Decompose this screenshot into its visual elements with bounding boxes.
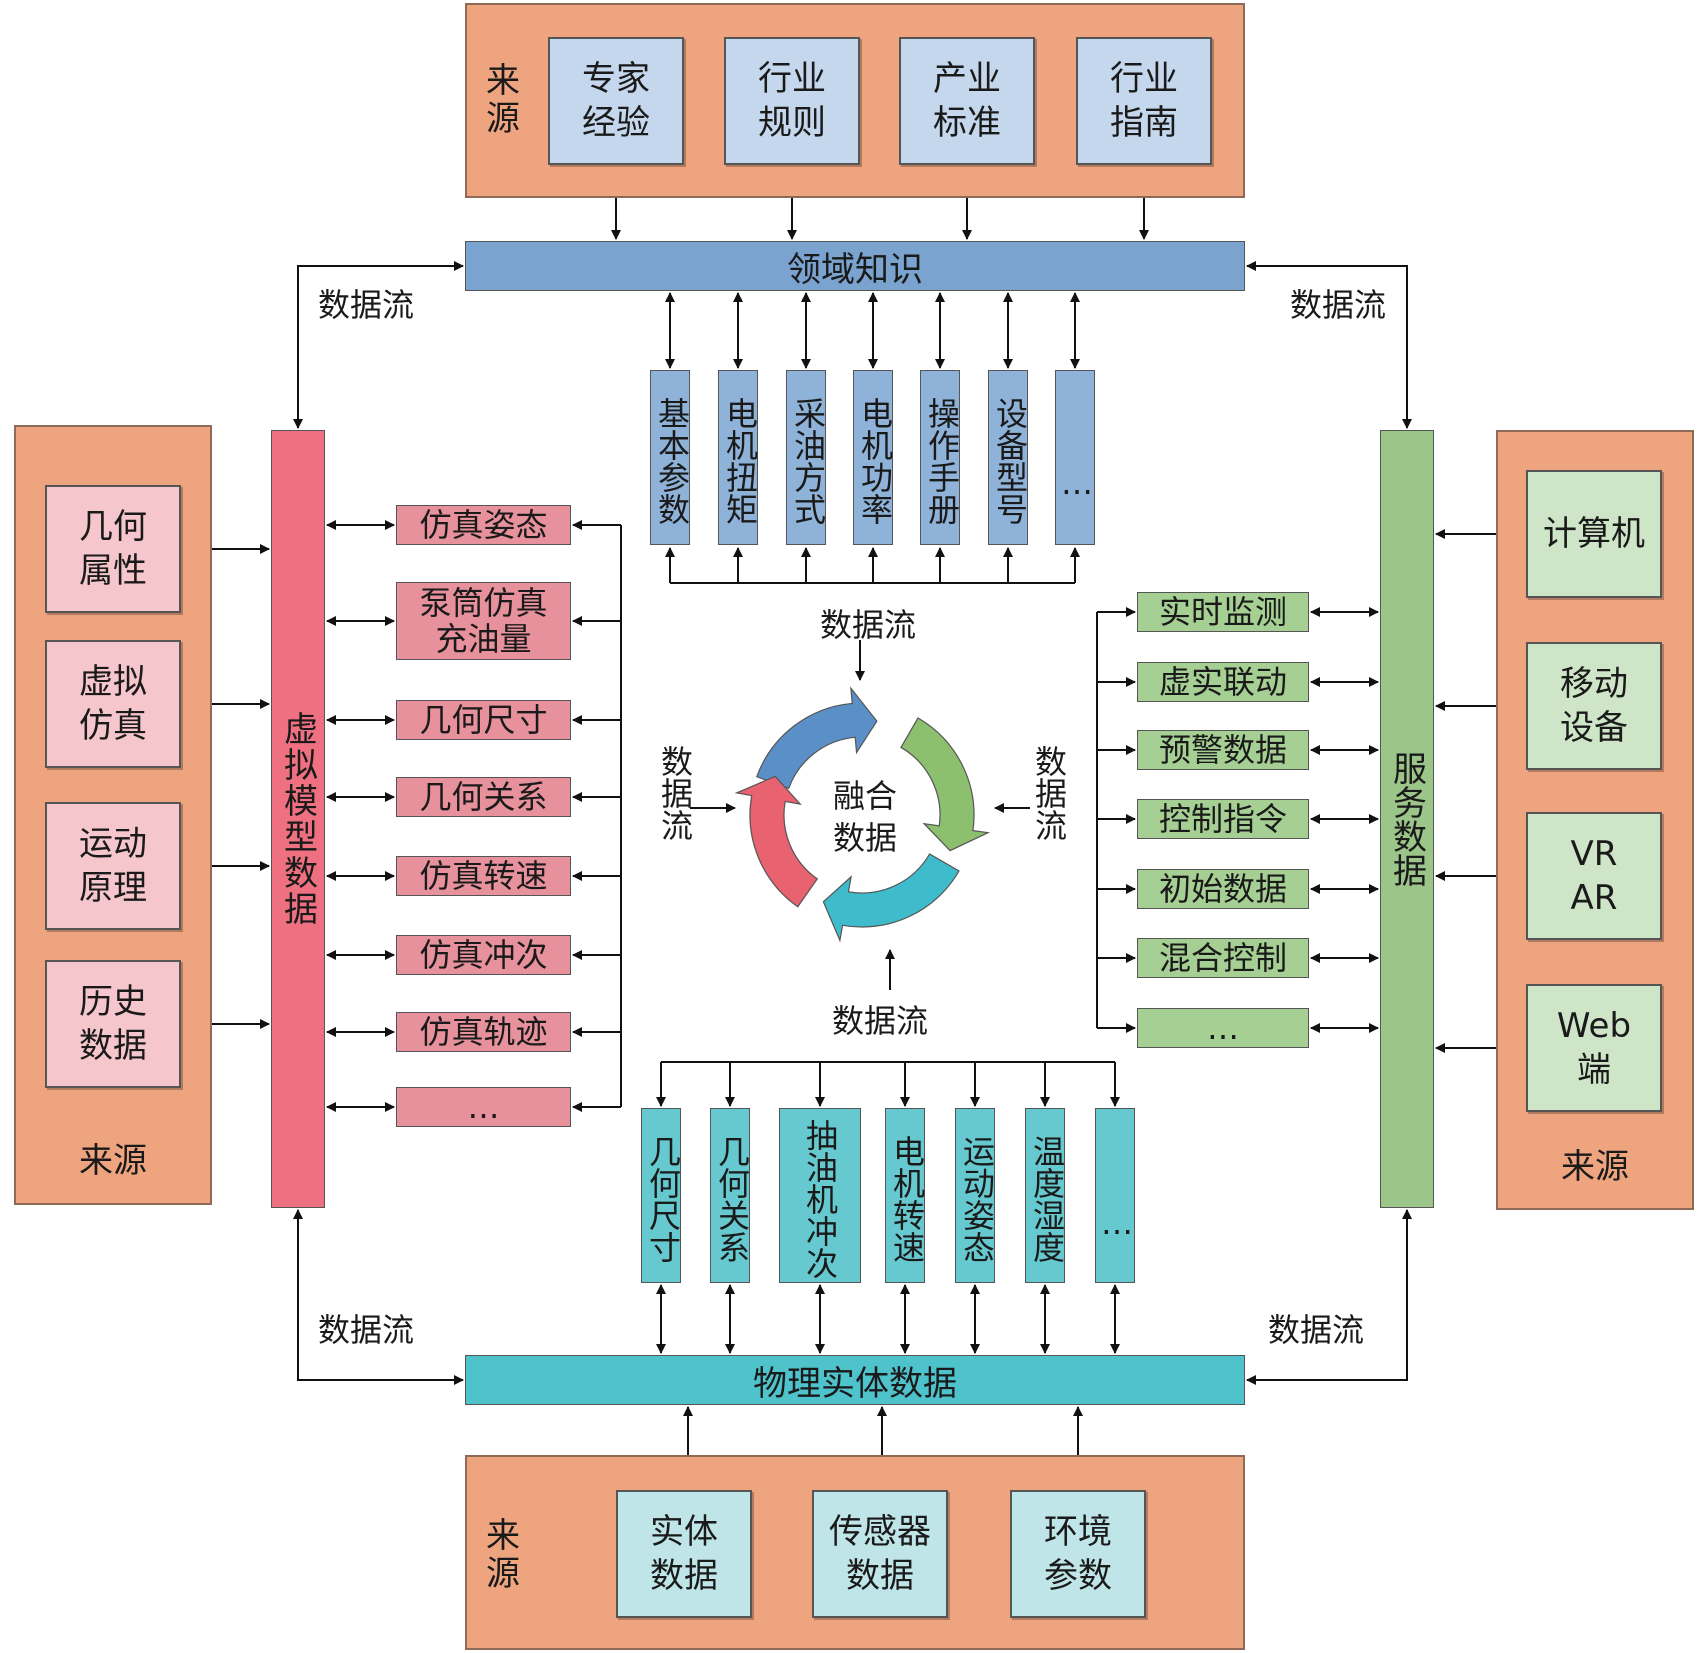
- top-source-box-3: 产业 标准: [899, 37, 1035, 165]
- virtual-model-bar: 虚拟模型数据: [271, 430, 325, 1208]
- bottom-source-box-1: 实体 数据: [616, 1490, 752, 1618]
- domain-knowledge-bar: 领域知识: [465, 241, 1245, 291]
- flow-label-center-top: 数据流: [820, 606, 917, 644]
- right-tag-2: 虚实联动: [1137, 662, 1309, 702]
- flow-label-center-bottom: 数据流: [832, 1002, 929, 1040]
- flow-label-top-left: 数据流: [318, 286, 415, 324]
- bottom-tag-6: 温度湿度: [1025, 1108, 1066, 1283]
- right-tag-4: 控制指令: [1137, 799, 1309, 839]
- left-tag-4: 几何关系: [396, 777, 571, 817]
- bottom-source-box-3: 环境 参数: [1010, 1490, 1146, 1618]
- bottom-tag-7: …: [1095, 1108, 1136, 1283]
- flow-label-center-left: 数据流: [656, 745, 694, 841]
- bottom-tag-5: 运动姿态: [955, 1108, 996, 1283]
- top-source-box-2: 行业 规则: [724, 37, 860, 165]
- right-source-box-2: 移动 设备: [1526, 642, 1662, 770]
- right-source-box-1: 计算机: [1526, 470, 1662, 598]
- left-tag-6: 仿真冲次: [396, 935, 571, 975]
- service-data-bar: 服务数据: [1380, 430, 1434, 1208]
- bottom-source-box-2: 传感器 数据: [812, 1490, 948, 1618]
- fusion-data-label: 融合 数据: [832, 777, 897, 857]
- cycle-arrow-cyan: [822, 853, 960, 943]
- flow-label-bottom-left: 数据流: [318, 1311, 415, 1349]
- top-tag-1: 基本参数: [650, 370, 691, 545]
- left-source-box-2: 虚拟 仿真: [45, 640, 181, 768]
- connector-40: [293, 261, 464, 429]
- right-source-label: 来源: [1561, 1147, 1629, 1187]
- left-tag-7: 仿真轨迹: [396, 1012, 571, 1052]
- bottom-tag-3: 抽油机冲次: [779, 1108, 861, 1283]
- left-source-box-1: 几何 属性: [45, 485, 181, 613]
- top-tag-5: 操作手册: [920, 370, 961, 545]
- left-source-label: 来源: [79, 1141, 147, 1181]
- top-source-box-4: 行业 指南: [1076, 37, 1212, 165]
- left-source-box-3: 运动 原理: [45, 802, 181, 930]
- cycle-arrow-green: [900, 717, 991, 852]
- top-tag-6: 设备型号: [988, 370, 1029, 545]
- top-tag-4: 电机功率: [853, 370, 894, 545]
- bottom-tag-2: 几何关系: [710, 1108, 751, 1283]
- connector-42: [293, 1209, 464, 1385]
- right-tag-7: …: [1137, 1008, 1309, 1048]
- connector-41: [1246, 261, 1412, 429]
- top-tag-7: …: [1055, 370, 1096, 545]
- right-tag-6: 混合控制: [1137, 938, 1309, 978]
- left-tag-5: 仿真转速: [396, 856, 571, 896]
- right-source-box-3: VR AR: [1526, 812, 1662, 940]
- right-tag-5: 初始数据: [1137, 869, 1309, 909]
- left-tag-1: 仿真姿态: [396, 505, 571, 545]
- cycle-arrow-red: [734, 775, 819, 908]
- flow-label-center-right: 数据流: [1030, 745, 1068, 841]
- flow-label-bottom-right: 数据流: [1268, 1311, 1365, 1349]
- physical-entity-bar: 物理实体数据: [465, 1355, 1245, 1405]
- bottom-source-label: 来 源: [486, 1516, 520, 1594]
- left-tag-3: 几何尺寸: [396, 700, 571, 740]
- left-source-box-4: 历史 数据: [45, 960, 181, 1088]
- top-source-label: 来 源: [486, 61, 520, 139]
- bottom-tag-4: 电机转速: [885, 1108, 926, 1283]
- top-tag-2: 电机扭矩: [718, 370, 759, 545]
- top-tag-3: 采油方式: [786, 370, 827, 545]
- right-tag-3: 预警数据: [1137, 730, 1309, 770]
- right-tag-1: 实时监测: [1137, 592, 1309, 632]
- bottom-tag-1: 几何尺寸: [641, 1108, 682, 1283]
- right-source-box-4: Web 端: [1526, 984, 1662, 1112]
- left-tag-8: …: [396, 1087, 571, 1127]
- top-source-box-1: 专家 经验: [548, 37, 684, 165]
- flow-label-top-right: 数据流: [1290, 286, 1387, 324]
- cycle-arrow-blue: [755, 686, 878, 790]
- left-tag-2: 泵筒仿真 充油量: [396, 582, 571, 660]
- connector-43: [1246, 1209, 1412, 1385]
